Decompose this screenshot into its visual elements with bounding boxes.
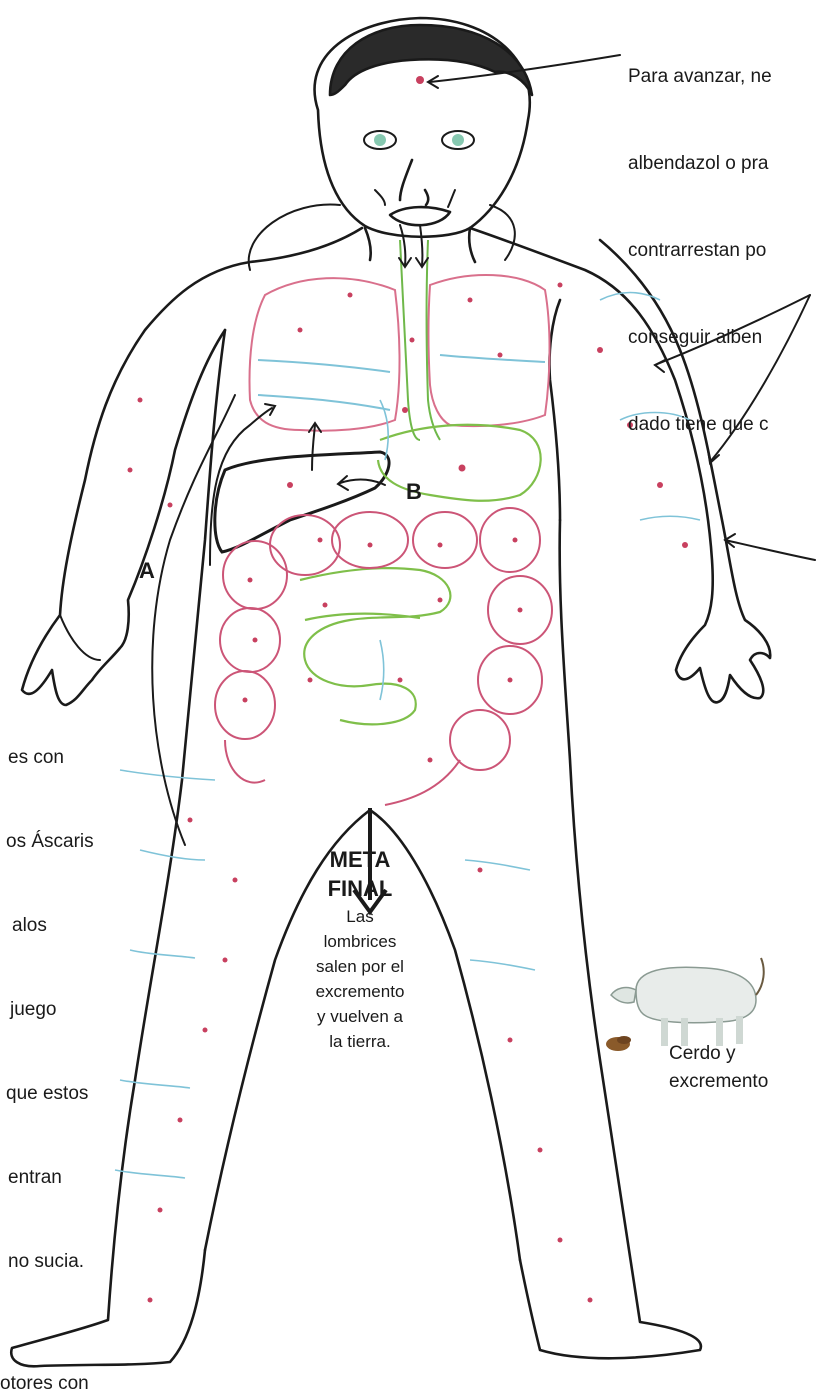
label-b: B [406, 479, 422, 505]
meta-description: Las lombrices salen por el excremento y … [290, 904, 430, 1054]
note-line: no sucia. [0, 1248, 94, 1276]
note-line: Para avanzar, ne [628, 62, 772, 91]
pig-icon [606, 958, 764, 1051]
meta-desc-line: la tierra. [290, 1029, 430, 1054]
meta-desc-line: lombrices [290, 929, 430, 954]
small-intestine [300, 425, 541, 725]
left-note: es con os Áscaris alos juego que estos e… [0, 688, 94, 1332]
note-line: que estos [0, 1080, 94, 1108]
meta-desc-line: excremento [290, 979, 430, 1004]
pig-caption-line: Cerdo y [669, 1040, 768, 1068]
pig-caption: Cerdo y excremento [669, 1040, 768, 1096]
meta-title-line: FINAL [290, 874, 430, 903]
note-line: albendazol o pra [628, 149, 772, 178]
instruction-note: Para avanzar, ne albendazol o pra contra… [628, 4, 772, 497]
label-a: A [139, 558, 155, 584]
eyes [364, 131, 474, 149]
note-line: es con [0, 744, 94, 772]
note-line: alos [0, 912, 94, 940]
meta-title-line: META [290, 845, 430, 874]
note-line: contrarrestan po [628, 236, 772, 265]
note-line: juego [0, 996, 94, 1024]
pig-caption-line: excremento [669, 1068, 768, 1096]
note-line: dado tiene que c [628, 410, 772, 439]
left-arm-outline [22, 228, 362, 705]
meta-title: META FINAL [290, 845, 430, 903]
liver [215, 452, 389, 552]
meta-desc-line: salen por el [290, 954, 430, 979]
note-line: conseguir alben [628, 323, 772, 352]
bottom-note: otores con [0, 1370, 89, 1398]
meta-desc-line: Las [290, 904, 430, 929]
lungs [250, 275, 550, 431]
note-line: entran [0, 1164, 94, 1192]
note-line: os Áscaris [0, 828, 94, 856]
right-leg-outline [520, 520, 701, 1358]
meta-desc-line: y vuelven a [290, 1004, 430, 1029]
mouth [390, 207, 450, 225]
